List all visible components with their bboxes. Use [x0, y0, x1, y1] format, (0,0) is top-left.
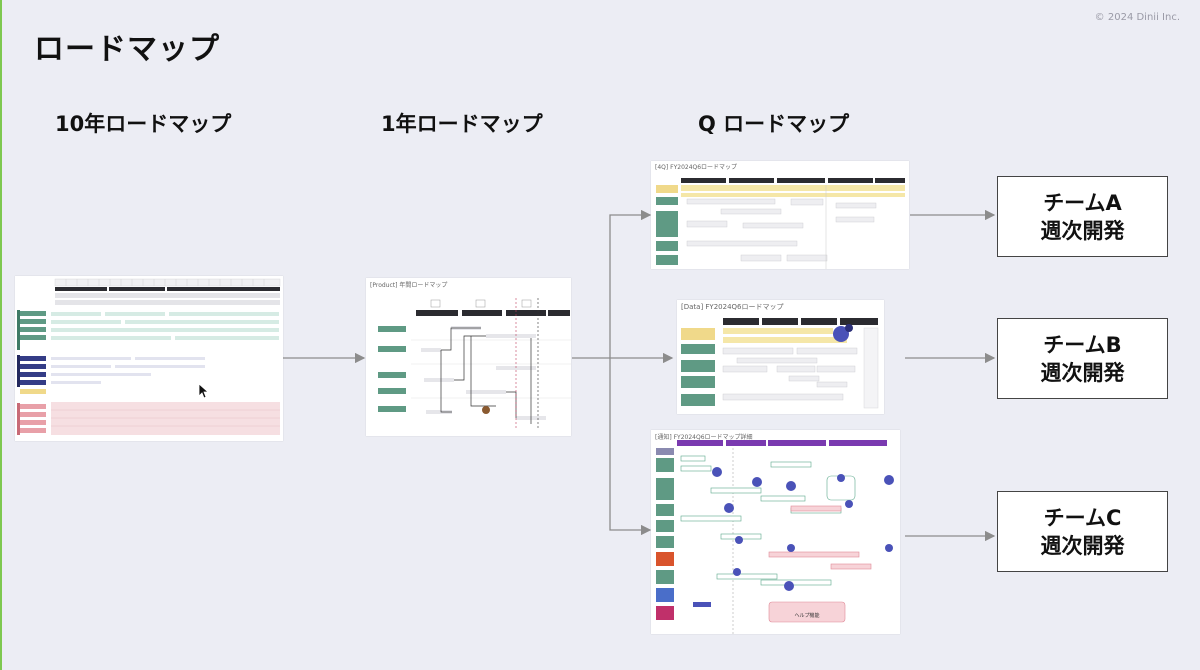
team-c-name: チームC	[1043, 505, 1122, 530]
q-top-thumbnail-caption: [4Q] FY2024Q6ロードマップ	[655, 164, 738, 171]
team-c-cadence: 週次開発	[1040, 533, 1125, 558]
copyright-text: © 2024 Dinii Inc.	[1094, 12, 1180, 23]
column-heading-10-year: 10年ロードマップ	[55, 112, 232, 136]
arrow-to-q-bottom	[609, 358, 652, 536]
left-edge-accent	[0, 0, 2, 670]
team-a-box: チームA 週次開発	[997, 176, 1168, 257]
team-a-name: チームA	[1043, 190, 1122, 215]
mouse-cursor-icon	[198, 383, 210, 399]
q-bottom-thumbnail-caption: [通知] FY2024Q6ロードマップ詳細	[655, 434, 753, 441]
one-year-thumbnail-caption: [Product] 年間ロードマップ	[370, 282, 448, 289]
column-heading-1-year: 1年ロードマップ	[381, 112, 543, 136]
q-roadmap-data-thumbnail[interactable]: [Data] FY2024Q6ロードマップ	[677, 300, 884, 414]
data-thumbnail-caption: [Data] FY2024Q6ロードマップ	[681, 303, 784, 311]
team-b-box: チームB 週次開発	[997, 318, 1168, 399]
help-feature-label: ヘルプ機能	[794, 613, 820, 619]
ten-year-roadmap-thumbnail[interactable]	[15, 276, 283, 441]
q-roadmap-top-thumbnail[interactable]: [4Q] FY2024Q6ロードマップ	[651, 161, 909, 269]
team-a-cadence: 週次開発	[1040, 218, 1125, 243]
team-c-box: チームC 週次開発	[997, 491, 1168, 572]
page-title: ロードマップ	[34, 32, 220, 67]
column-heading-quarter: Q ロードマップ	[698, 112, 850, 136]
one-year-roadmap-thumbnail[interactable]: [Product] 年間ロードマップ	[366, 278, 571, 436]
arrow-to-q-top	[609, 209, 652, 358]
team-b-name: チームB	[1043, 332, 1122, 357]
q-roadmap-bottom-thumbnail[interactable]: [通知] FY2024Q6ロードマップ詳細	[651, 430, 900, 634]
team-b-cadence: 週次開発	[1040, 360, 1125, 385]
